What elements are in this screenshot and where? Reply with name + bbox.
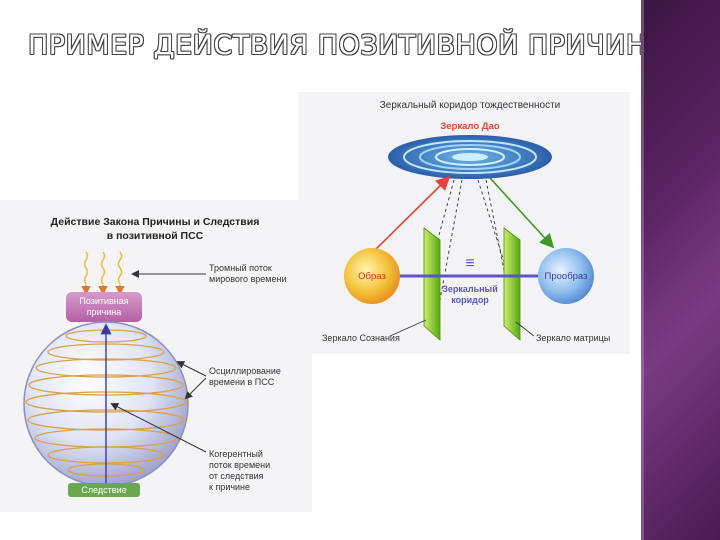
image-label: Образ (358, 271, 386, 282)
left-diagram-title-line1: Действие Закона Причины и Следствия (51, 216, 260, 228)
effect-label: Следствие (81, 485, 126, 495)
equivalence-symbol: ≡ (465, 255, 474, 272)
cause-label-line2: причина (87, 307, 122, 317)
prototype-label: Прообраз (545, 271, 588, 282)
arrow-dao-to-prototype (489, 177, 555, 249)
mirror-consciousness-panel (423, 227, 441, 341)
image-ball (344, 248, 400, 304)
coherent-label-line1: Когерентный (209, 449, 263, 459)
right-diagram-title: Зеркальный коридор тождественности (380, 100, 561, 111)
coherent-label-line2: поток времени (209, 460, 270, 470)
flow-label-line2: мирового времени (209, 274, 286, 284)
mirror-matrix-panel (503, 227, 521, 341)
oscillation-label-line1: Осциллирование (209, 366, 281, 376)
corridor-label-line2: коридор (451, 295, 489, 305)
arrow-dao-to-image (374, 175, 451, 251)
dao-mirror-label: Зеркало Дао (440, 121, 499, 132)
flow-label-line1: Тромный поток (209, 263, 272, 273)
dao-mirror-disk (388, 135, 552, 179)
time-flow-lines (83, 251, 123, 285)
cause-box (66, 292, 142, 322)
mirror-matrix-label: Зеркало матрицы (536, 333, 610, 343)
corridor-label-line1: Зеркальный (442, 284, 498, 294)
decorative-side-bar (641, 0, 720, 540)
oscillation-label-line2: времени в ПСС (209, 377, 275, 387)
coherent-label-line3: от следствия (209, 471, 264, 481)
cause-label-line1: Позитивная (79, 296, 128, 306)
prototype-ball (538, 248, 594, 304)
left-diagram-title-line2: в позитивной ПСС (107, 230, 204, 242)
mirror-consciousness-label: Зеркало Сознания (322, 333, 400, 343)
effect-box (68, 483, 140, 497)
slide-title: ПРИМЕР ДЕЙСТВИЯ ПОЗИТИВНОЙ ПРИЧИНЫ (28, 30, 671, 61)
coherent-label-line4: к причине (209, 482, 250, 492)
